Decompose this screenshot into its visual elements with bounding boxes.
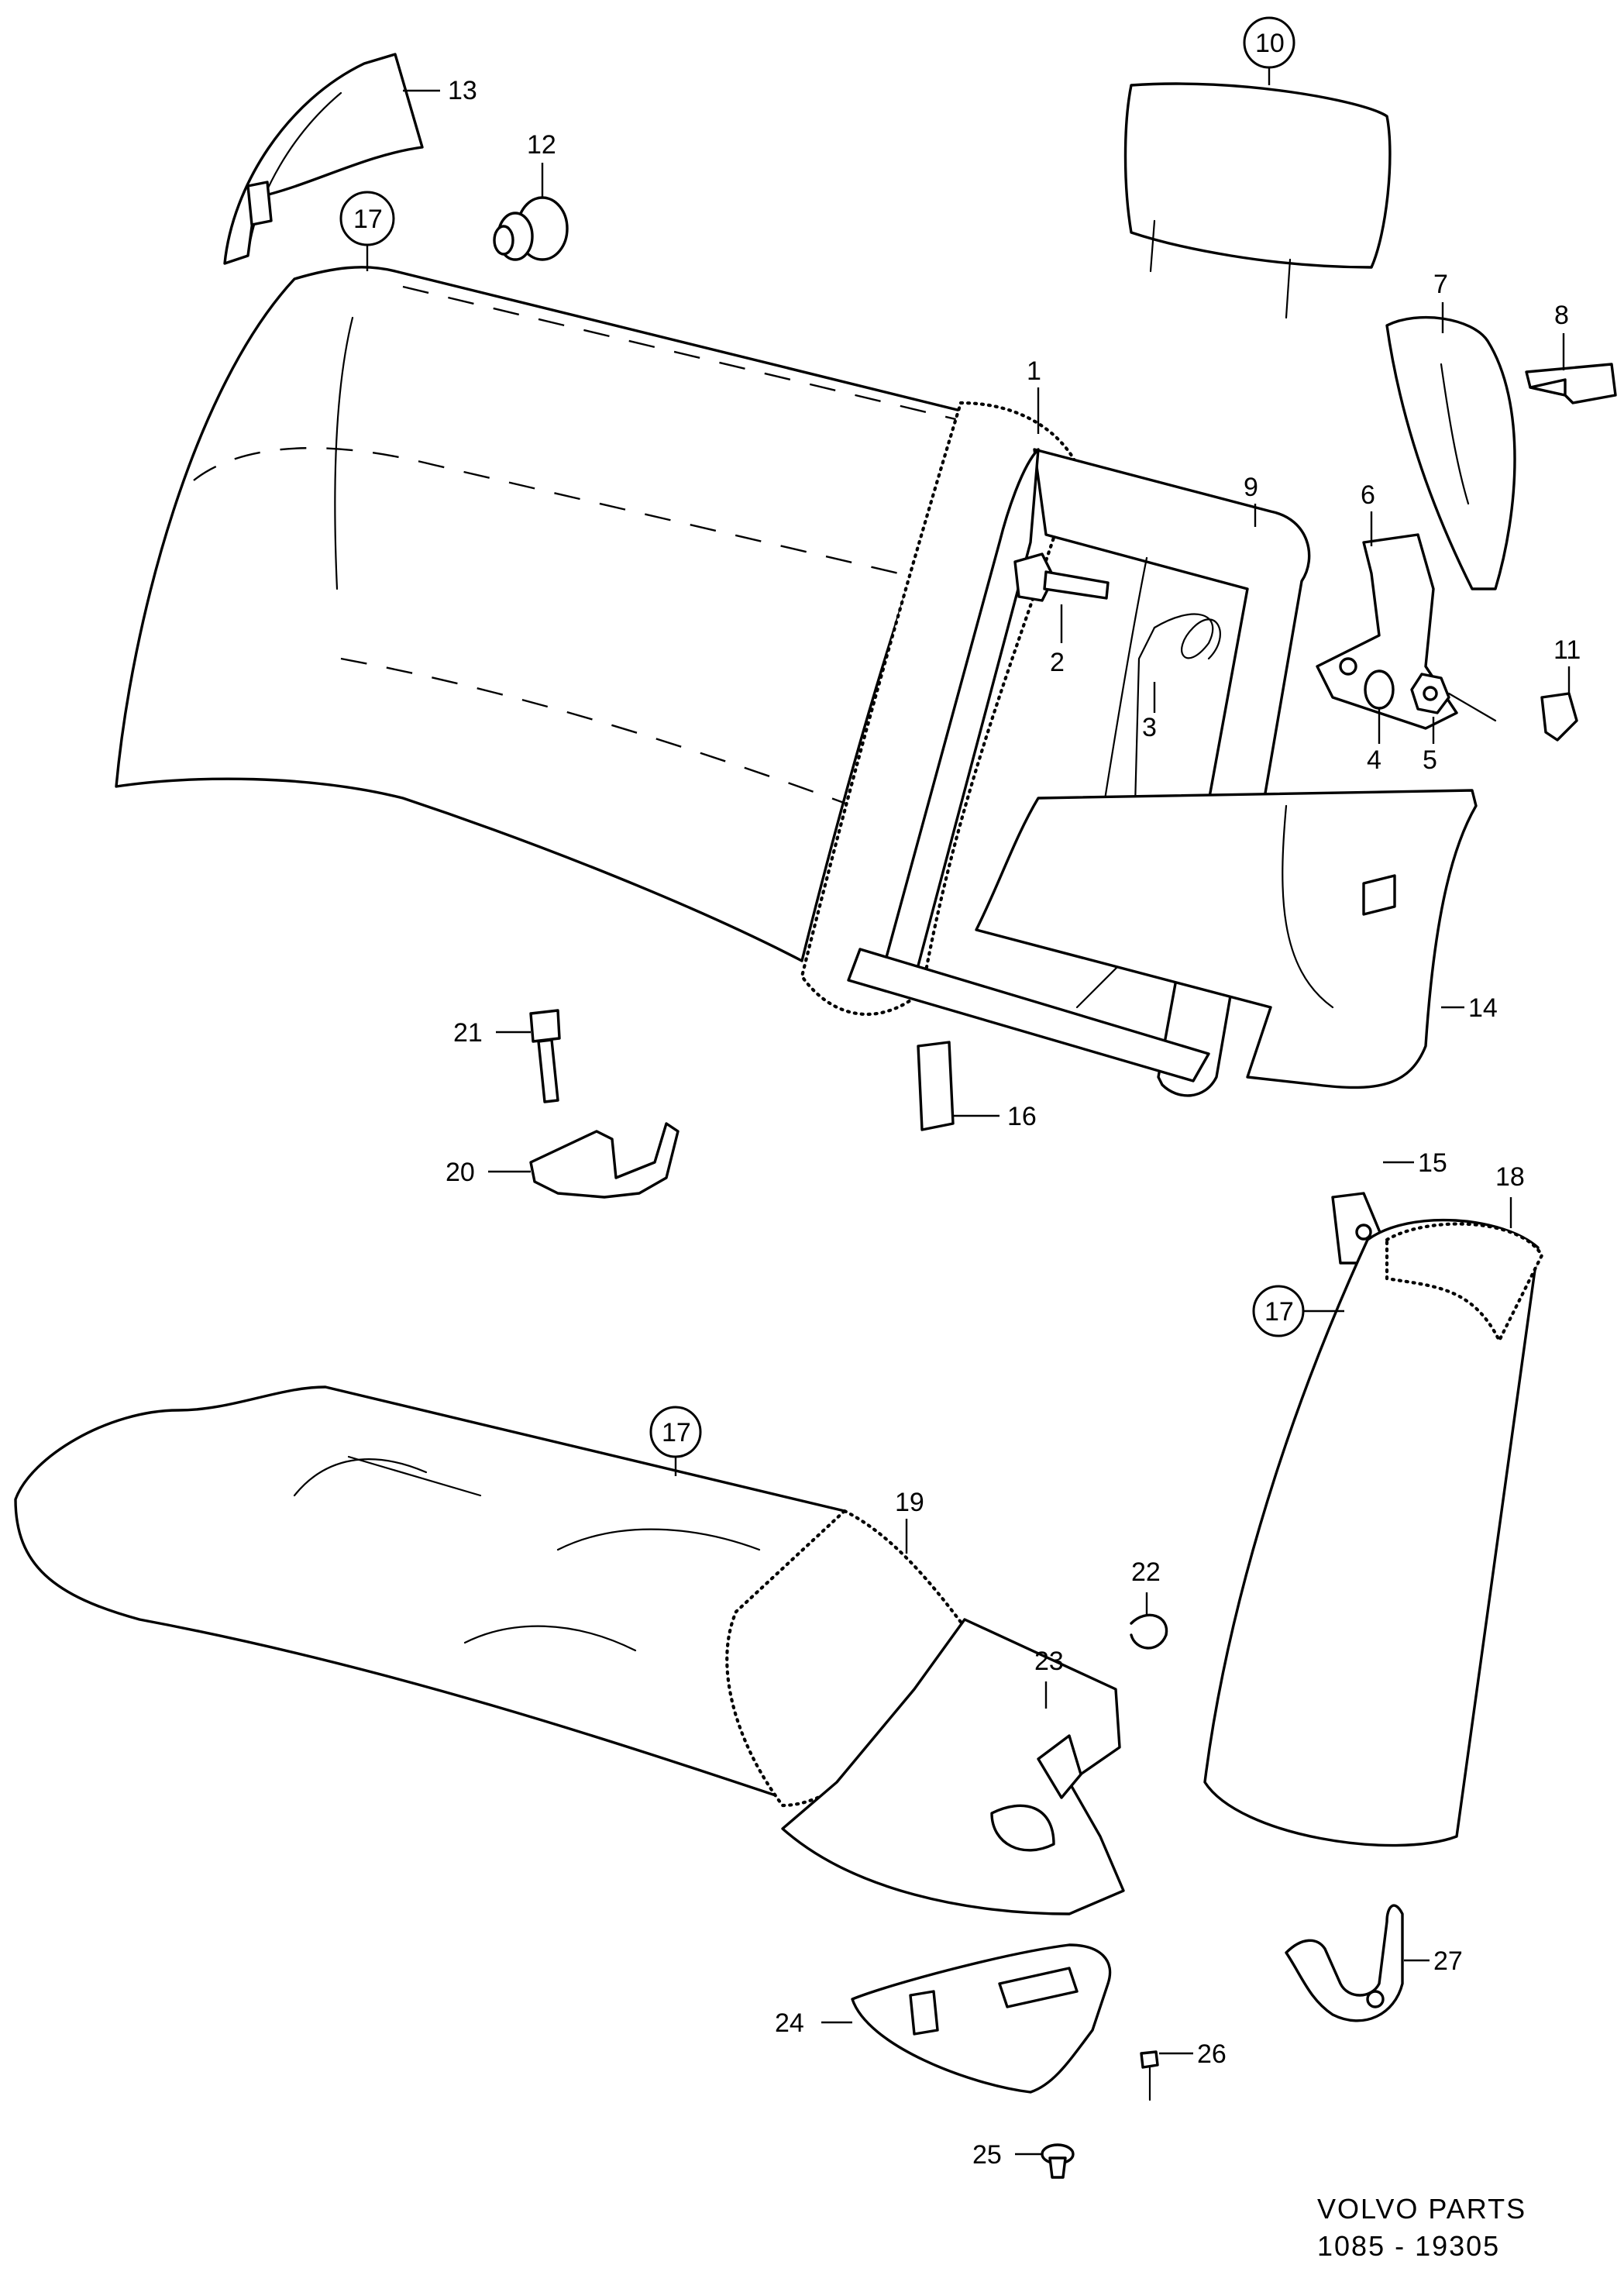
part-12-plug	[493, 196, 569, 261]
part-21-bolt	[529, 1009, 561, 1103]
callout-24: 24	[775, 2008, 804, 2038]
part-19-seat-foam	[725, 1509, 967, 1808]
callout-4: 4	[1367, 745, 1381, 775]
callout-22: 22	[1131, 1557, 1161, 1587]
part-17-backrest-upholstery	[115, 266, 978, 962]
callout-20: 20	[446, 1158, 475, 1187]
callout-17b: 17	[1264, 1297, 1294, 1327]
callout-17c: 17	[662, 1418, 691, 1447]
part-17-seat-upholstery	[14, 1385, 869, 1799]
callout-10: 10	[1255, 29, 1285, 58]
callout-9: 9	[1244, 473, 1258, 502]
callout-26: 26	[1197, 2039, 1227, 2069]
part-13-side-trim	[223, 53, 424, 265]
part-14-backrest-panel	[975, 789, 1478, 1089]
callout-23: 23	[1034, 1647, 1064, 1676]
callout-11: 11	[1553, 635, 1581, 665]
callout-6: 6	[1361, 480, 1375, 510]
callout-19: 19	[895, 1488, 924, 1517]
callout-15: 15	[1418, 1148, 1447, 1178]
part-23-seat-frame	[781, 1618, 1125, 1915]
callout-1: 1	[1027, 356, 1041, 386]
part-22-circlip	[1130, 1613, 1168, 1650]
part-26-screw	[1140, 2050, 1159, 2101]
part-25-fastener	[1041, 2143, 1075, 2179]
callout-5: 5	[1423, 745, 1437, 775]
callout-14: 14	[1468, 993, 1498, 1023]
part-8-clip	[1525, 363, 1617, 404]
part-4-washer	[1364, 669, 1395, 710]
part-16-tab	[917, 1041, 955, 1131]
callout-13: 13	[448, 76, 477, 105]
part-2-bolt	[1013, 552, 1110, 602]
part-7-bracket-plate	[1385, 315, 1516, 590]
axis-line	[1447, 692, 1497, 722]
part-27-hook-bracket	[1285, 1904, 1404, 2022]
callout-2: 2	[1050, 648, 1065, 677]
part-10-headrest	[1123, 82, 1392, 319]
callout-25: 25	[972, 2140, 1002, 2170]
callout-12: 12	[527, 130, 556, 160]
caption-line-1: VOLVO PARTS	[1317, 2193, 1527, 2225]
callout-17a: 17	[353, 205, 383, 234]
callout-7: 7	[1433, 270, 1448, 299]
callout-18: 18	[1495, 1162, 1525, 1192]
part-20-bracket	[529, 1122, 680, 1199]
part-11-clip	[1540, 692, 1578, 742]
part-17-side-bolster	[1203, 1218, 1544, 1847]
part-24-lower-trim	[851, 1943, 1112, 2094]
part-5-nut	[1410, 673, 1450, 714]
callout-27: 27	[1433, 1946, 1463, 1976]
callout-16: 16	[1007, 1102, 1037, 1131]
callout-8: 8	[1554, 301, 1569, 330]
caption-line-2: 1085 - 19305	[1317, 2230, 1501, 2262]
callout-3: 3	[1142, 713, 1157, 742]
callout-21: 21	[453, 1018, 483, 1048]
